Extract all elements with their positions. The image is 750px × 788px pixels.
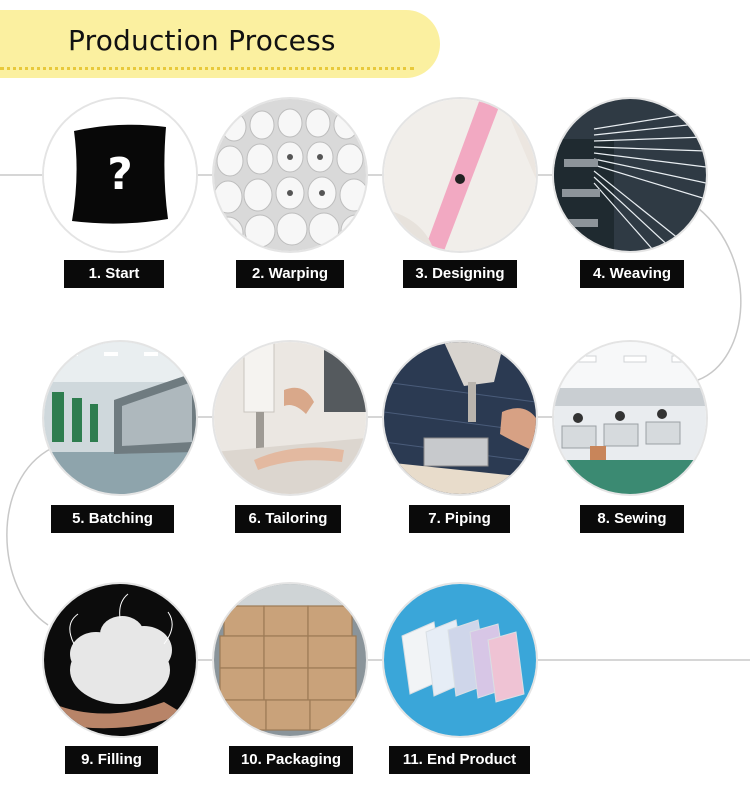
step-sewing-image	[552, 340, 708, 496]
step-label-start: 1. Start	[64, 260, 164, 288]
step-piping-image	[382, 340, 538, 496]
step-warping-image	[212, 97, 368, 253]
step-packaging-image	[212, 582, 368, 738]
step-label-tailoring: 6. Tailoring	[235, 505, 341, 533]
sewing-machine-icon	[214, 342, 366, 494]
step-designing-image	[382, 97, 538, 253]
page-title: Production Process	[68, 24, 336, 57]
step-label-designing: 3. Designing	[403, 260, 517, 288]
fabric-design-icon	[384, 99, 536, 251]
pillow-question-icon: ?	[44, 99, 196, 251]
fiber-filling-icon	[44, 584, 196, 736]
step-batching-image	[42, 340, 198, 496]
title-banner: Production Process	[0, 10, 440, 78]
step-label-packaging: 10. Packaging	[229, 746, 353, 774]
yarn-spools-icon	[214, 99, 366, 251]
step-label-batching: 5. Batching	[51, 505, 174, 533]
pillows-product-icon	[384, 584, 536, 736]
step-label-warping: 2. Warping	[236, 260, 344, 288]
step-label-end-product: 11. End Product	[389, 746, 530, 774]
sewing-workshop-icon	[554, 342, 706, 494]
step-label-sewing: 8. Sewing	[580, 505, 684, 533]
step-filling-image	[42, 582, 198, 738]
piping-machine-icon	[384, 342, 536, 494]
step-start-image: ?	[42, 97, 198, 253]
step-end-product-image	[382, 582, 538, 738]
step-weaving-image	[552, 97, 708, 253]
step-tailoring-image	[212, 340, 368, 496]
step-label-filling: 9. Filling	[65, 746, 158, 774]
cartons-icon	[214, 584, 366, 736]
factory-rolls-icon	[44, 342, 196, 494]
step-label-piping: 7. Piping	[409, 505, 510, 533]
step-label-weaving: 4. Weaving	[580, 260, 684, 288]
svg-text:?: ?	[107, 149, 133, 200]
loom-threads-icon	[554, 99, 706, 251]
